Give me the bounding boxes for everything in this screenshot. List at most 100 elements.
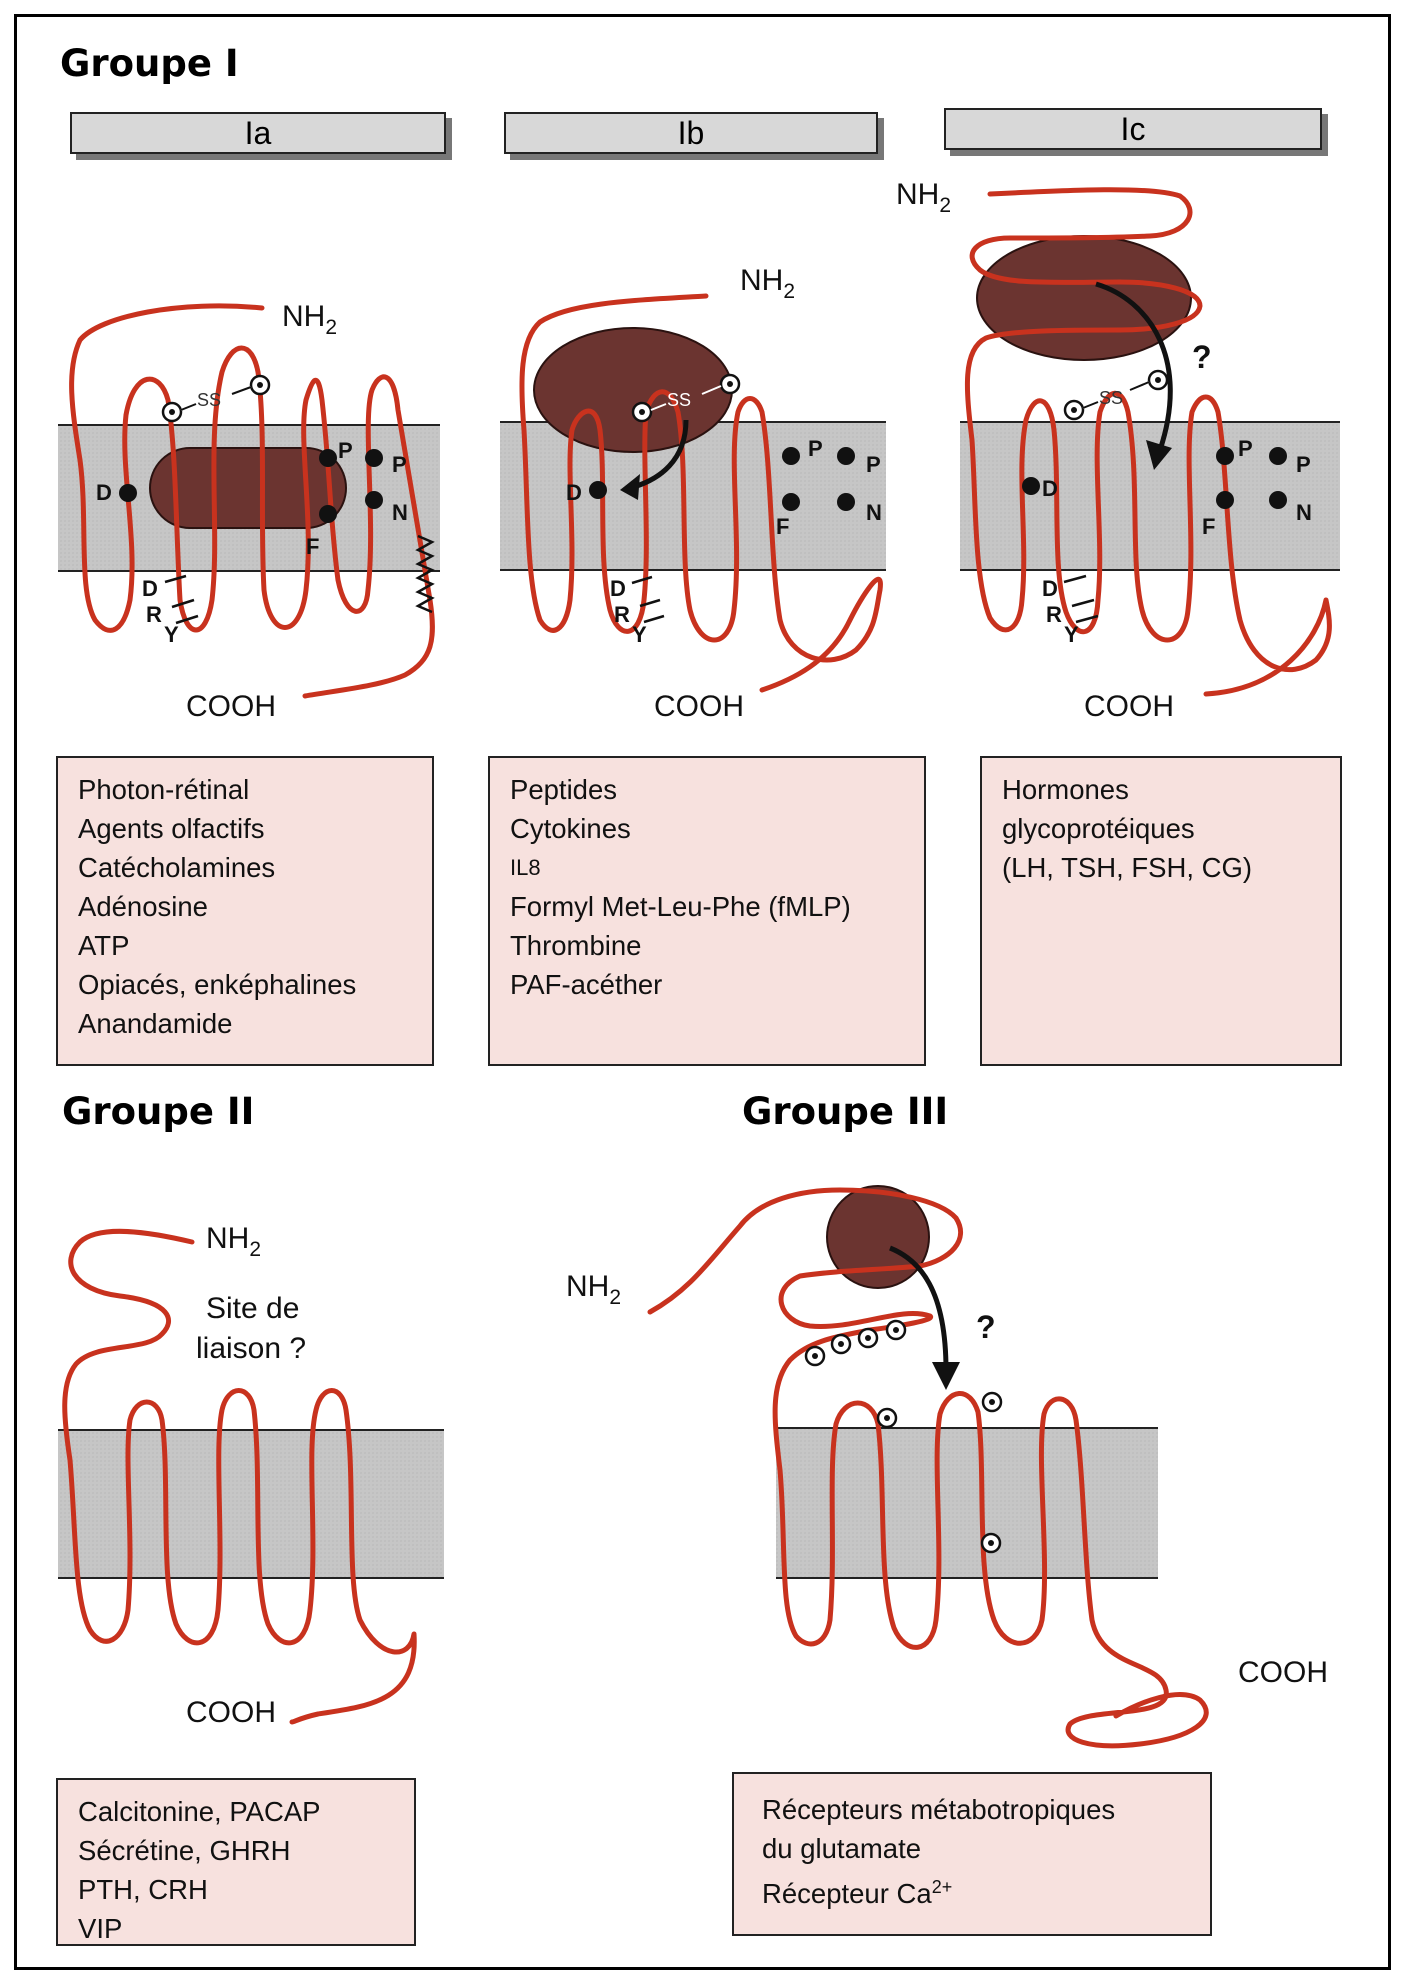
cooh-label-g3: COOH (1238, 1656, 1328, 1689)
ligand-item: Adénosine (78, 891, 208, 922)
ligand-g3 (826, 1185, 930, 1289)
protein-chain-ia (69, 303, 435, 699)
ligand-item: Peptides (510, 774, 618, 805)
protein-chain-ib (519, 293, 883, 693)
nh2-label-ib: NH2 (740, 264, 795, 303)
group-1-title: Groupe I (60, 42, 239, 85)
nh2-label-ic: NH2 (896, 178, 951, 217)
ligand-item: Catécholamines (78, 852, 276, 883)
ligand-item: Sécrétine, GHRH (78, 1835, 291, 1866)
residue-d-ia: D (96, 480, 112, 505)
residue-dry-d-ia: D (142, 576, 158, 601)
subgroup-tab-ia: Ia (70, 112, 446, 154)
residue-dry-y-ia: Y (164, 622, 179, 647)
protein-chain-g3 (647, 1187, 1209, 1749)
ligand-item: Anandamide (78, 1008, 233, 1039)
protein-chain-g2 (62, 1228, 417, 1725)
residue-p-ib-2: P (866, 452, 881, 477)
ligand-item: PTH, CRH (78, 1874, 208, 1905)
ligand-box-ia: Photon-rétinal Agents olfactifs Catéchol… (56, 756, 434, 1066)
dry-ticks (164, 574, 1099, 625)
zigzag-ia (415, 534, 435, 614)
residue-d-ic: D (1042, 476, 1058, 501)
residue-dry-y-ib: Y (632, 622, 647, 647)
ligand-item: Opiacés, enképhalines (78, 969, 357, 1000)
residue-p-ia-1: P (338, 438, 353, 463)
protein-chain-ic (964, 187, 1332, 697)
nh2-label-ia: NH2 (282, 300, 337, 339)
residue-dots (119, 447, 1287, 523)
membrane-ib (500, 422, 886, 570)
subgroup-tab-ic: Ic (944, 108, 1322, 150)
residue-p-ia-2: P (392, 452, 407, 477)
disulfide-label-ic: SS (1099, 388, 1123, 408)
residue-dry-d-ib: D (610, 576, 626, 601)
question-mark-g3: ? (976, 1309, 996, 1345)
ligand-ib (533, 327, 733, 453)
subgroup-tab-ib: Ib (504, 112, 878, 154)
residue-f-ib: F (776, 514, 789, 539)
nh2-label-g3: NH2 (566, 1270, 621, 1309)
residue-dry-y-ic: Y (1064, 622, 1079, 647)
ligand-item: Récepteurs métabotropiques (762, 1794, 1116, 1825)
ligand-item: Thrombine (510, 930, 642, 961)
residue-p-ic-2: P (1296, 452, 1311, 477)
cooh-label-ib: COOH (654, 690, 744, 723)
arrow-g3-head (932, 1362, 960, 1390)
arrow-ic (1095, 281, 1173, 451)
ligand-item: glycoprotéiques (1002, 813, 1195, 844)
residue-f-ic: F (1202, 514, 1215, 539)
ligand-item: du glutamate (762, 1833, 921, 1864)
residue-dry-d-ic: D (1042, 576, 1058, 601)
binding-site-line-1: Site de (206, 1292, 299, 1325)
residue-f-ia: F (306, 534, 319, 559)
group-2-title: Groupe II (62, 1090, 255, 1133)
cooh-label-ic: COOH (1084, 690, 1174, 723)
residue-n-ic: N (1296, 500, 1312, 525)
residue-dry-r-ib: R (614, 602, 630, 627)
ligand-item: PAF-acéther (510, 969, 663, 1000)
cysteine-markers (161, 369, 1169, 1554)
residue-dry-r-ia: R (146, 602, 162, 627)
ligand-item: Hormones (1002, 774, 1129, 805)
nh2-label-g2: NH2 (206, 1222, 261, 1261)
membrane-g2 (58, 1430, 444, 1578)
ligand-item-calcium: Récepteur Ca2+ (762, 1868, 1194, 1913)
cysteine-centers (169, 377, 1161, 1546)
membrane-g3 (776, 1428, 1158, 1578)
ligand-box-g3: Récepteurs métabotropiques du glutamate … (732, 1772, 1212, 1936)
ligand-item: Agents olfactifs (78, 813, 265, 844)
ligand-item: Cytokines (510, 813, 631, 844)
ligand-item: Calcitonine, PACAP (78, 1796, 321, 1827)
disulfide-label-ib: SS (667, 390, 691, 410)
disulfide-label-ia: SS (197, 390, 221, 410)
ligand-item: Formyl Met-Leu-Phe (fMLP) (510, 891, 851, 922)
ligand-box-g2: Calcitonine, PACAP Sécrétine, GHRH PTH, … (56, 1778, 416, 1946)
group-3-title: Groupe III (742, 1090, 949, 1133)
ligand-item: (LH, TSH, FSH, CG) (1002, 852, 1253, 883)
residue-n-ia: N (392, 500, 408, 525)
residue-dry-r-ic: R (1046, 602, 1062, 627)
ligand-box-ib: Peptides Cytokines IL8 Formyl Met-Leu-Ph… (488, 756, 926, 1066)
cooh-label-g2: COOH (186, 1696, 276, 1729)
ligand-item: IL8 (510, 855, 541, 880)
arrow-ib-head (620, 474, 640, 500)
residue-n-ib: N (866, 500, 882, 525)
residue-d-ib: D (566, 480, 582, 505)
arrow-ib (629, 419, 689, 491)
arrow-ic-head (1146, 440, 1172, 470)
ligand-calcium-base: Récepteur Ca (762, 1878, 932, 1910)
ligand-item: VIP (78, 1913, 123, 1944)
residue-p-ib-1: P (808, 436, 823, 461)
arrow-g3 (889, 1245, 949, 1371)
ligand-box-ic: Hormones glycoprotéiques (LH, TSH, FSH, … (980, 756, 1342, 1066)
binding-site-line-2: liaison ? (196, 1332, 306, 1365)
question-mark-ic: ? (1192, 339, 1212, 375)
ligand-ia (149, 447, 347, 529)
ligand-item: ATP (78, 930, 130, 961)
ligand-calcium-charge: 2+ (931, 1877, 953, 1897)
residue-p-ic-1: P (1238, 436, 1253, 461)
ligand-item: Photon-rétinal (78, 774, 250, 805)
cooh-label-ia: COOH (186, 690, 276, 723)
